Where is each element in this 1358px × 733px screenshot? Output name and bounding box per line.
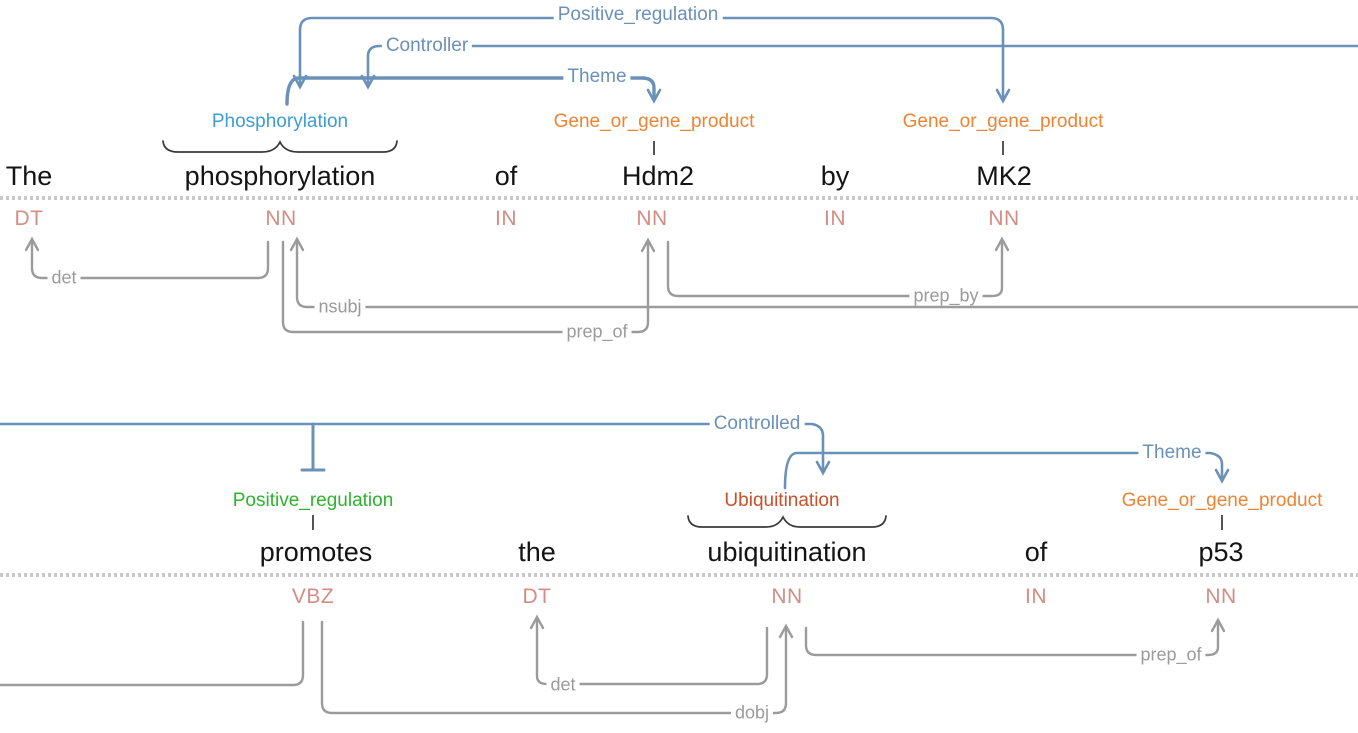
token[interactable]: promotes: [259, 536, 373, 567]
pos-tag[interactable]: IN: [824, 206, 846, 230]
pos-tag[interactable]: NN: [636, 206, 668, 230]
token[interactable]: phosphorylation: [184, 160, 376, 191]
entity-label-positive-regulation[interactable]: Positive_regulation: [228, 491, 398, 511]
token[interactable]: of: [1024, 536, 1048, 567]
dependency-label-prep-of[interactable]: prep_of: [562, 322, 632, 342]
pos-tag[interactable]: NN: [988, 206, 1020, 230]
entity-label-gene-or-gene-product-hdm2[interactable]: Gene_or_gene_product: [549, 112, 759, 132]
token[interactable]: The: [5, 160, 53, 191]
dependency-label-dobj[interactable]: dobj: [730, 703, 774, 723]
token[interactable]: by: [820, 160, 850, 191]
token[interactable]: MK2: [976, 160, 1032, 191]
pos-tag[interactable]: NN: [1205, 584, 1237, 608]
dependency-label-nsubj[interactable]: nsubj: [314, 297, 366, 317]
dependency-label-prep-by[interactable]: prep_by: [909, 286, 983, 306]
dependency-label-prep-of[interactable]: prep_of: [1136, 645, 1206, 665]
entity-label-gene-or-gene-product-mk2[interactable]: Gene_or_gene_product: [898, 112, 1108, 132]
entity-label-phosphorylation[interactable]: Phosphorylation: [207, 112, 353, 132]
token[interactable]: Hdm2: [621, 160, 695, 191]
relation-label-controlled[interactable]: Controlled: [709, 414, 805, 434]
pos-tag[interactable]: NN: [265, 206, 297, 230]
token[interactable]: of: [494, 160, 518, 191]
dependency-label-det[interactable]: det: [47, 268, 81, 288]
pos-tag[interactable]: DT: [522, 584, 552, 608]
pos-tag[interactable]: IN: [1025, 584, 1047, 608]
relation-label-theme[interactable]: Theme: [1138, 443, 1206, 463]
token[interactable]: p53: [1198, 536, 1244, 567]
relation-label-positive-regulation[interactable]: Positive_regulation: [553, 5, 723, 25]
relation-label-theme[interactable]: Theme: [563, 67, 631, 87]
pos-tag[interactable]: NN: [771, 584, 803, 608]
pos-tag[interactable]: IN: [495, 206, 517, 230]
pos-tag[interactable]: VBZ: [291, 584, 335, 608]
token[interactable]: ubiquitination: [707, 536, 867, 567]
entity-label-gene-or-gene-product-p53[interactable]: Gene_or_gene_product: [1117, 491, 1327, 511]
token[interactable]: the: [518, 536, 556, 567]
entity-label-ubiquitination[interactable]: Ubiquitination: [720, 491, 844, 511]
pos-tag[interactable]: DT: [14, 206, 44, 230]
relation-label-controller[interactable]: Controller: [381, 36, 473, 56]
dependency-label-det[interactable]: det: [546, 675, 580, 695]
